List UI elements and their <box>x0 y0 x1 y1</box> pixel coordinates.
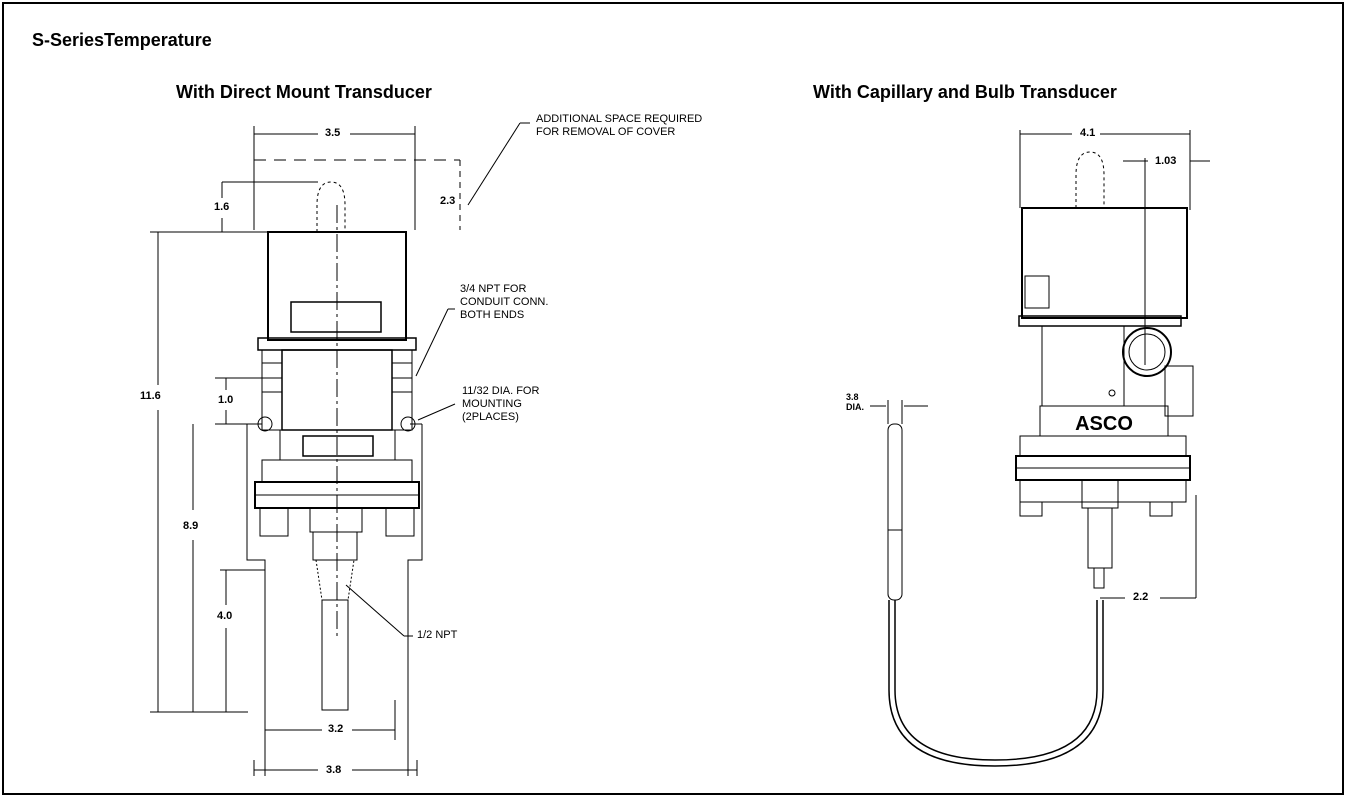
conduit-note: 3/4 NPT FOR CONDUIT CONN. BOTH ENDS <box>460 283 549 321</box>
dim-mount: 1.0 <box>218 394 234 406</box>
left-view-title: With Direct Mount Transducer <box>176 82 432 102</box>
dim-base-width: 3.8 <box>326 764 342 776</box>
dim-cover-clear: 2.3 <box>440 195 456 207</box>
right-view-title: With Capillary and Bulb Transducer <box>813 82 1117 102</box>
dim-capillary: 2.2 <box>1133 591 1149 603</box>
npt-note: 1/2 NPT <box>417 629 458 641</box>
dim-right-width: 4.1 <box>1080 127 1096 139</box>
mounting-note: 11/32 DIA. FOR MOUNTING (2PLACES) <box>462 385 540 423</box>
dim-knob: 1.6 <box>214 201 230 213</box>
cover-note: ADDITIONAL SPACE REQUIRED FOR REMOVAL OF… <box>536 113 703 138</box>
dim-overall: 11.6 <box>140 390 161 402</box>
dim-stem-width: 3.2 <box>328 723 344 735</box>
dim-width-top: 3.5 <box>325 127 341 139</box>
dim-bulb-dia: 3.8 DIA. <box>846 392 864 412</box>
dim-lower: 8.9 <box>183 520 199 532</box>
dim-offset: 1.03 <box>1155 155 1177 167</box>
brand-logo: ASCO <box>1075 413 1133 435</box>
page-title: S-SeriesTemperature <box>32 30 212 50</box>
dim-stem: 4.0 <box>217 610 233 622</box>
